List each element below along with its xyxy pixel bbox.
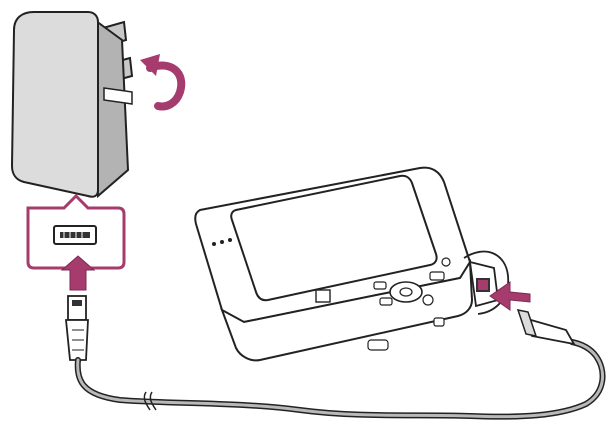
arrow-up-icon <box>60 255 96 291</box>
arrow-left-icon <box>489 281 531 311</box>
camera-screen <box>230 174 438 302</box>
camera-controls <box>367 257 451 351</box>
ac-adapter-icon <box>10 11 134 199</box>
ac-adapter-front <box>10 11 99 198</box>
usb-cable-icon <box>65 295 606 420</box>
usb-port-callout <box>26 193 126 270</box>
camera-icon <box>194 166 509 362</box>
rotate-arrow-icon <box>140 54 186 111</box>
